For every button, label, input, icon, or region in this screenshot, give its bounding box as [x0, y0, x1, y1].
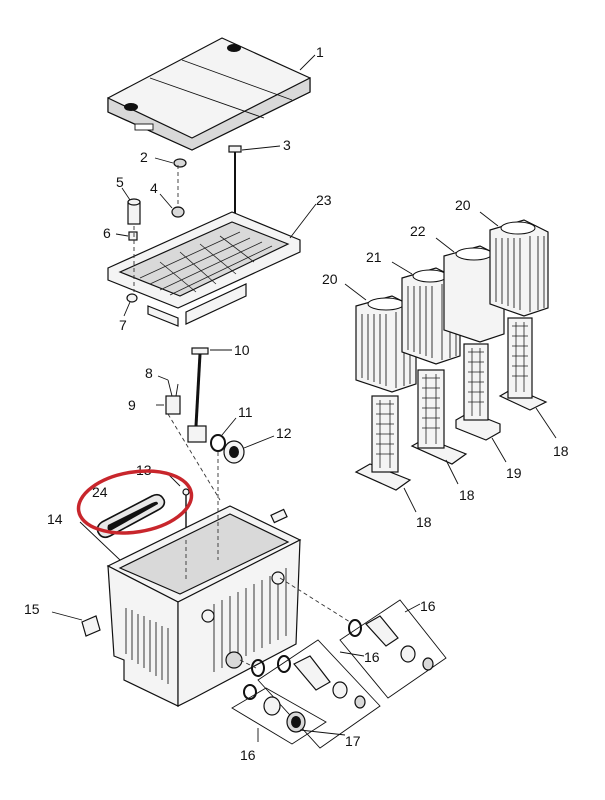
- part-foam-holder-3: [455, 343, 501, 441]
- callout-2: 2: [140, 149, 148, 165]
- callout-19: 19: [506, 465, 522, 481]
- callout-16b: 16: [364, 649, 380, 665]
- part-coupling: [223, 440, 245, 464]
- callout-18a: 18: [416, 514, 432, 530]
- callout-6: 6: [103, 225, 111, 241]
- callout-8: 8: [145, 365, 153, 381]
- part-heater-probe: [187, 347, 209, 443]
- callout-15: 15: [24, 601, 40, 617]
- part-lid: [107, 37, 311, 151]
- part-foam-fine: [443, 245, 505, 343]
- callout-14: 14: [47, 511, 63, 527]
- callout-22: 22: [410, 223, 426, 239]
- part-o-ring: [210, 434, 226, 452]
- part-plug: [128, 231, 138, 241]
- hose-connector-set-lower: [231, 684, 327, 745]
- callout-7: 7: [119, 317, 127, 333]
- callout-9: 9: [128, 397, 136, 413]
- part-nut: [173, 158, 187, 168]
- callout-24: 24: [92, 484, 108, 500]
- callout-3: 3: [283, 137, 291, 153]
- callout-10: 10: [234, 342, 250, 358]
- callout-11: 11: [238, 404, 253, 420]
- callout-16a: 16: [420, 598, 436, 614]
- callout-4: 4: [150, 180, 158, 196]
- callout-20a: 20: [322, 271, 338, 287]
- part-clip: [81, 615, 101, 637]
- part-foam-holder-4: [498, 317, 548, 411]
- callout-21: 21: [366, 249, 382, 265]
- part-grommet: [171, 206, 185, 218]
- callout-12: 12: [276, 425, 292, 441]
- part-foam-holder-1: [354, 395, 412, 491]
- highlight-circle: [76, 469, 194, 535]
- part-housing: [106, 413, 302, 707]
- callout-17: 17: [345, 733, 361, 749]
- callout-18c: 18: [553, 443, 569, 459]
- part-foam-coarse-right: [489, 219, 549, 317]
- callout-20b: 20: [455, 197, 471, 213]
- callout-1: 1: [316, 44, 324, 60]
- part-seal-small: [126, 293, 138, 303]
- part-valve: [127, 198, 141, 225]
- part-bracket: [165, 379, 181, 415]
- callout-18b: 18: [459, 487, 475, 503]
- hose-connector-set-upper: [279, 577, 447, 699]
- callout-16c: 16: [240, 747, 256, 763]
- part-foam-holder-2: [410, 369, 468, 465]
- part-screw: [228, 145, 242, 215]
- callout-23: 23: [316, 192, 332, 208]
- callout-5: 5: [116, 174, 124, 190]
- part-tray: [107, 165, 301, 327]
